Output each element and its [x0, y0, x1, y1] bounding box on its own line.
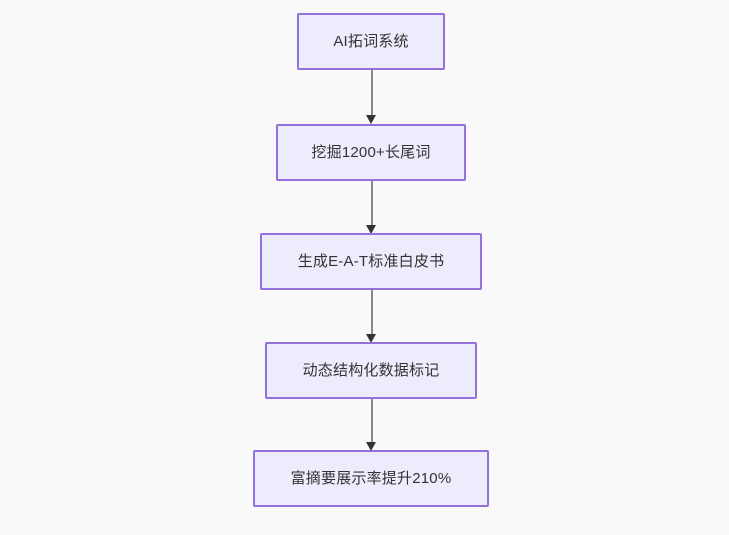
flowchart-node-generate-eat-whitepaper[interactable]: 生成E-A-T标准白皮书	[260, 233, 482, 290]
flowchart-node-dynamic-structured-data-markup[interactable]: 动态结构化数据标记	[265, 342, 477, 399]
arrow-down-icon	[366, 225, 376, 234]
node-label: 生成E-A-T标准白皮书	[297, 253, 445, 270]
node-label: 富摘要展示率提升210%	[290, 470, 452, 487]
arrow-down-icon	[366, 442, 376, 451]
node-label: 挖掘1200+长尾词	[311, 144, 431, 161]
node-label: 动态结构化数据标记	[302, 362, 440, 379]
arrow-down-icon	[366, 115, 376, 124]
flowchart-node-mine-longtail-keywords[interactable]: 挖掘1200+长尾词	[276, 124, 466, 181]
flowchart-edge-1	[371, 70, 373, 115]
flowchart-edge-2	[371, 181, 373, 225]
flowchart-node-ai-keyword-system[interactable]: AI拓词系统	[297, 13, 445, 70]
arrow-down-icon	[366, 334, 376, 343]
flowchart-edge-4	[371, 399, 373, 442]
flowchart-edge-3	[371, 290, 373, 334]
node-label: AI拓词系统	[333, 33, 409, 50]
flowchart-node-rich-snippet-impression-lift[interactable]: 富摘要展示率提升210%	[253, 450, 489, 507]
